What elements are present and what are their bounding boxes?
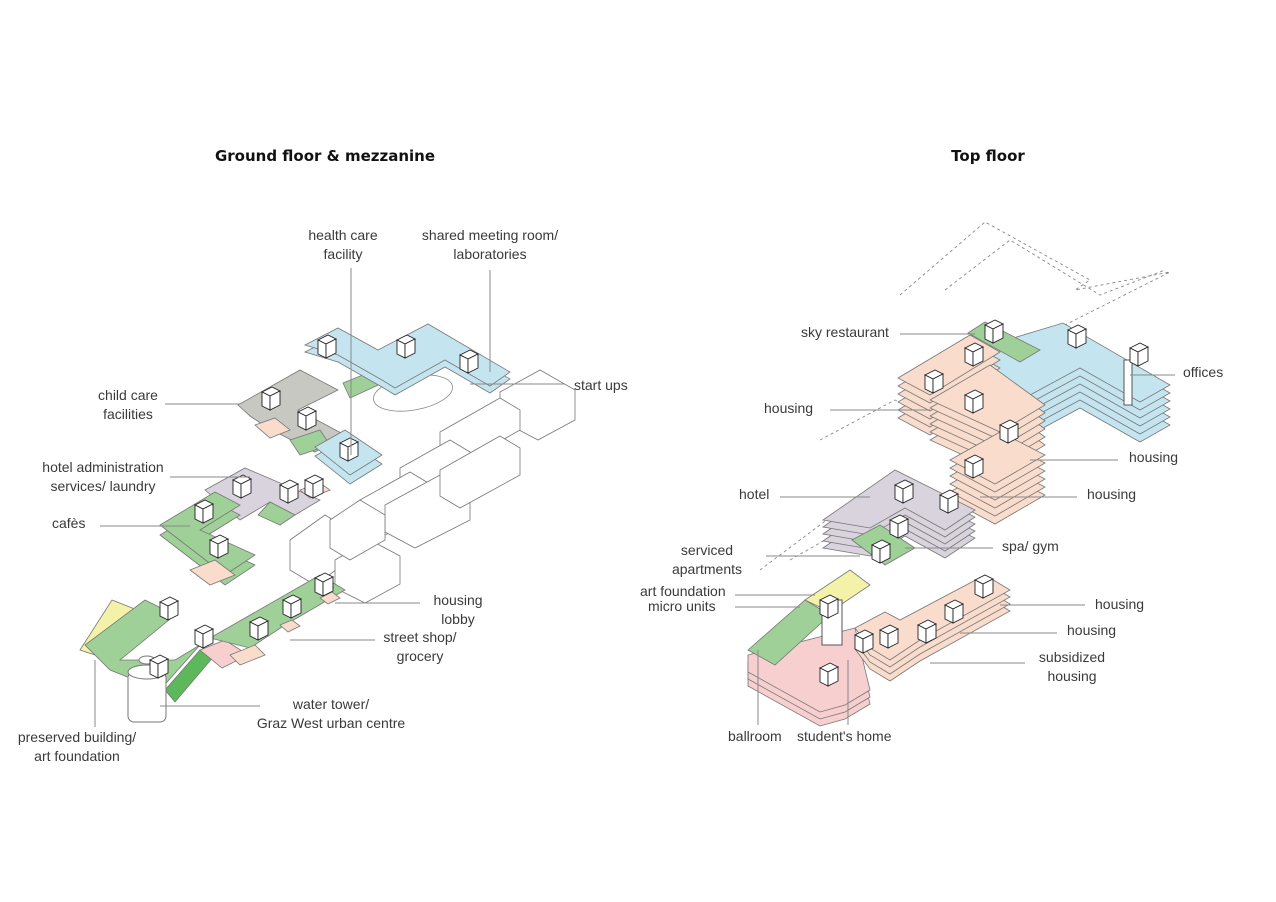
label-housing: housing (1129, 449, 1179, 465)
stair-core-icon (972, 346, 984, 367)
outline-dashed (944, 239, 1166, 296)
outline-dashed (819, 399, 966, 441)
green-patch (257, 501, 296, 526)
stair-core-icon (290, 598, 302, 619)
stair-core-icon (902, 483, 914, 504)
existing-building (439, 435, 521, 509)
stair-core-icon (240, 478, 252, 499)
stair-core-icon (862, 633, 874, 654)
salmon-patch (189, 559, 236, 586)
label-housing: housing (1087, 486, 1137, 502)
ground-floor-plan (79, 323, 576, 723)
stair-core-icon (1075, 328, 1087, 349)
stair-core-icon (404, 338, 416, 359)
stair-core-icon (287, 483, 299, 504)
stair-core-icon (322, 576, 334, 597)
stair-core-icon (157, 658, 169, 679)
label-students-home: student's home (797, 728, 892, 744)
label-start-ups: start ups (574, 377, 628, 393)
stair-core-icon (897, 518, 909, 539)
stair-core-icon (925, 623, 937, 644)
stair-core-icon (1137, 346, 1149, 367)
stair-core-icon (827, 666, 839, 687)
stair-core-icon (972, 458, 984, 479)
stair-core-icon (982, 578, 994, 599)
ground-floor-title: Ground floor & mezzanine (214, 147, 436, 165)
label-housing: housing (1067, 622, 1117, 638)
stair-core-icon (217, 538, 229, 559)
outline-dashed (899, 221, 1171, 331)
leader-lines (94, 268, 1175, 727)
stair-core-icon (887, 628, 899, 649)
stair-core-icon (269, 390, 281, 411)
stair-core-icon (312, 478, 324, 499)
stair-core-icon (1007, 423, 1019, 444)
stair-core-icon (972, 393, 984, 414)
salmon-patch (254, 417, 291, 439)
stair-core-icon (325, 338, 337, 359)
stair-core-icon (202, 503, 214, 524)
existing-building (329, 499, 386, 561)
housing-floors (929, 364, 1046, 433)
cafe-floor-lower (84, 599, 201, 691)
stair-core-icon (467, 353, 479, 374)
label-housing: housing (764, 400, 814, 416)
label-art-foundation: art foundation (640, 583, 726, 599)
stair-core-icon (305, 410, 317, 431)
salmon-patch (229, 644, 266, 666)
label-hotel: hotel (739, 486, 770, 502)
stair-core-icon (167, 600, 179, 621)
offices-core (1123, 359, 1133, 406)
stair-core-icon (992, 323, 1004, 344)
label-spa-gym: spa/ gym (1002, 538, 1059, 554)
top-floor-plan (747, 221, 1171, 727)
stair-core-icon (879, 543, 891, 564)
top-floor-title: Top floor (951, 147, 1025, 165)
label-sky-restaurant: sky restaurant (801, 324, 889, 340)
stair-core-icon (827, 598, 839, 619)
stair-core-icon (952, 603, 964, 624)
street-shop-floor (208, 574, 346, 649)
label-shared-meeting-room: shared meeting room/laboratories (421, 227, 559, 262)
salmon-patch (279, 619, 301, 633)
label-cafes: cafès (52, 515, 86, 531)
stair-core-icon (932, 373, 944, 394)
label-offices: offices (1183, 364, 1224, 380)
label-preserved-building: preserved building/art foundation (17, 729, 137, 764)
stair-core-icon (202, 628, 214, 649)
stair-core-icon (947, 493, 959, 514)
label-ballroom: ballroom (728, 728, 782, 744)
label-housing: housing (1095, 596, 1145, 612)
label-micro-units: micro units (648, 598, 716, 614)
label-water-tower: water tower/Graz West urban centre (256, 696, 406, 731)
label-street-shop: street shop/grocery (383, 629, 457, 664)
stair-core-icon (257, 620, 269, 641)
